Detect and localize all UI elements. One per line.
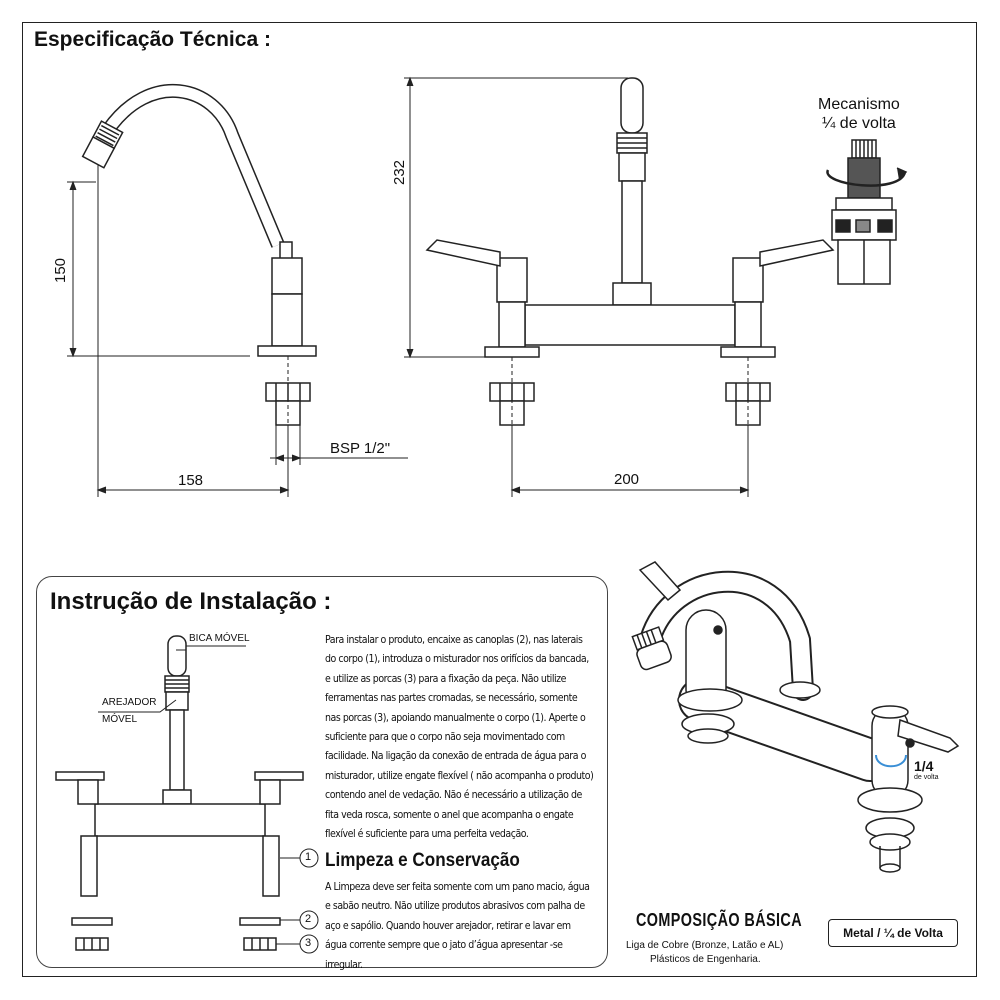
composition-line1: Liga de Cobre (Bronze, Latão e AL) bbox=[626, 940, 784, 951]
dimension-158-label: 158 bbox=[178, 472, 204, 489]
material-badge: Metal / ¼ de Volta bbox=[828, 919, 958, 947]
cleaning-title: Limpeza e Conservação bbox=[325, 850, 520, 871]
installation-title: Instrução de Instalação : bbox=[50, 588, 332, 615]
side-view-faucet bbox=[81, 84, 317, 426]
install-faucet bbox=[55, 635, 304, 951]
dimension-232 bbox=[404, 76, 628, 359]
quarter-turn-3d-label: 1/4 bbox=[914, 758, 934, 774]
quarter-turn-3d-sub: de volta bbox=[914, 774, 939, 781]
dimension-200-label: 200 bbox=[614, 471, 640, 488]
dimension-150-label: 150 bbox=[52, 257, 70, 284]
mecanismo-label: Mecanismo bbox=[818, 96, 900, 113]
arejador-label-line2: MÓVEL bbox=[102, 714, 138, 725]
dimension-150 bbox=[67, 180, 250, 358]
dimension-158 bbox=[96, 165, 290, 497]
install-leader-lines bbox=[98, 645, 319, 954]
bica-movel-label: BICA MÓVEL bbox=[189, 633, 250, 644]
callout-2: 2 bbox=[305, 913, 312, 925]
dimension-200 bbox=[510, 425, 750, 497]
bsp-label: BSP 1/2" bbox=[330, 440, 391, 457]
quarter-turn-mechanism bbox=[826, 139, 908, 285]
callout-3: 3 bbox=[305, 937, 312, 949]
composition-line2: Plásticos de Engenharia. bbox=[650, 954, 761, 965]
arejador-label-line1: AREJADOR bbox=[102, 697, 157, 708]
product-3d-render bbox=[631, 561, 960, 873]
spec-title: Especificação Técnica : bbox=[34, 28, 271, 51]
quarter-turn-label: ¼ de volta bbox=[822, 115, 896, 132]
composition-title: COMPOSIÇÃO BÁSICA bbox=[636, 910, 803, 930]
callout-1: 1 bbox=[305, 851, 312, 863]
dimension-232-label: 232 bbox=[391, 159, 409, 186]
cleaning-text: A Limpeza deve ser feita somente com um … bbox=[325, 880, 590, 971]
front-view-faucet bbox=[425, 77, 835, 426]
dimension-bsp bbox=[270, 425, 408, 465]
installation-panel bbox=[36, 576, 608, 968]
page-frame bbox=[22, 22, 977, 977]
installation-text: Para instalar o produto, encaixe as cano… bbox=[325, 633, 594, 841]
